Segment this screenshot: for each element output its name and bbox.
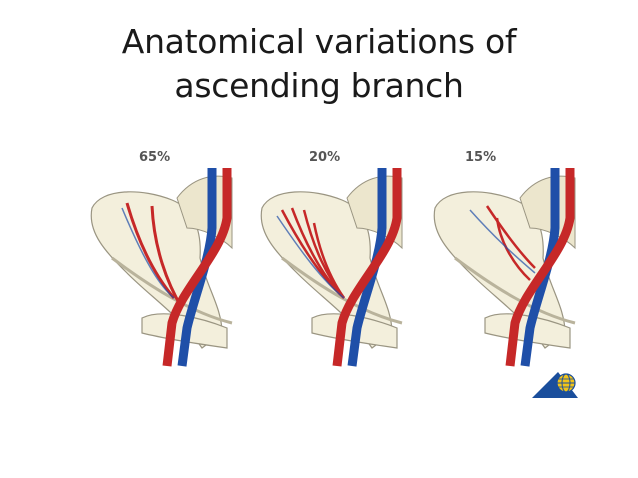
hip-vessel-illustration-1	[90, 168, 233, 367]
variation-panel-3: 15%	[425, 148, 585, 368]
variation-percentage-label: 65%	[139, 150, 171, 165]
publisher-globe-triangle-icon	[532, 372, 578, 398]
variation-percentage-label: 15%	[465, 150, 497, 165]
slide-title: Anatomical variations of ascending branc…	[121, 22, 517, 105]
variation-panel-2: 20%	[252, 148, 412, 368]
variation-panel-1: 65%	[82, 148, 242, 368]
hip-vessel-illustration-3	[433, 168, 576, 367]
hip-vessel-illustration-2	[260, 168, 403, 367]
variation-percentage-label: 20%	[309, 150, 341, 165]
